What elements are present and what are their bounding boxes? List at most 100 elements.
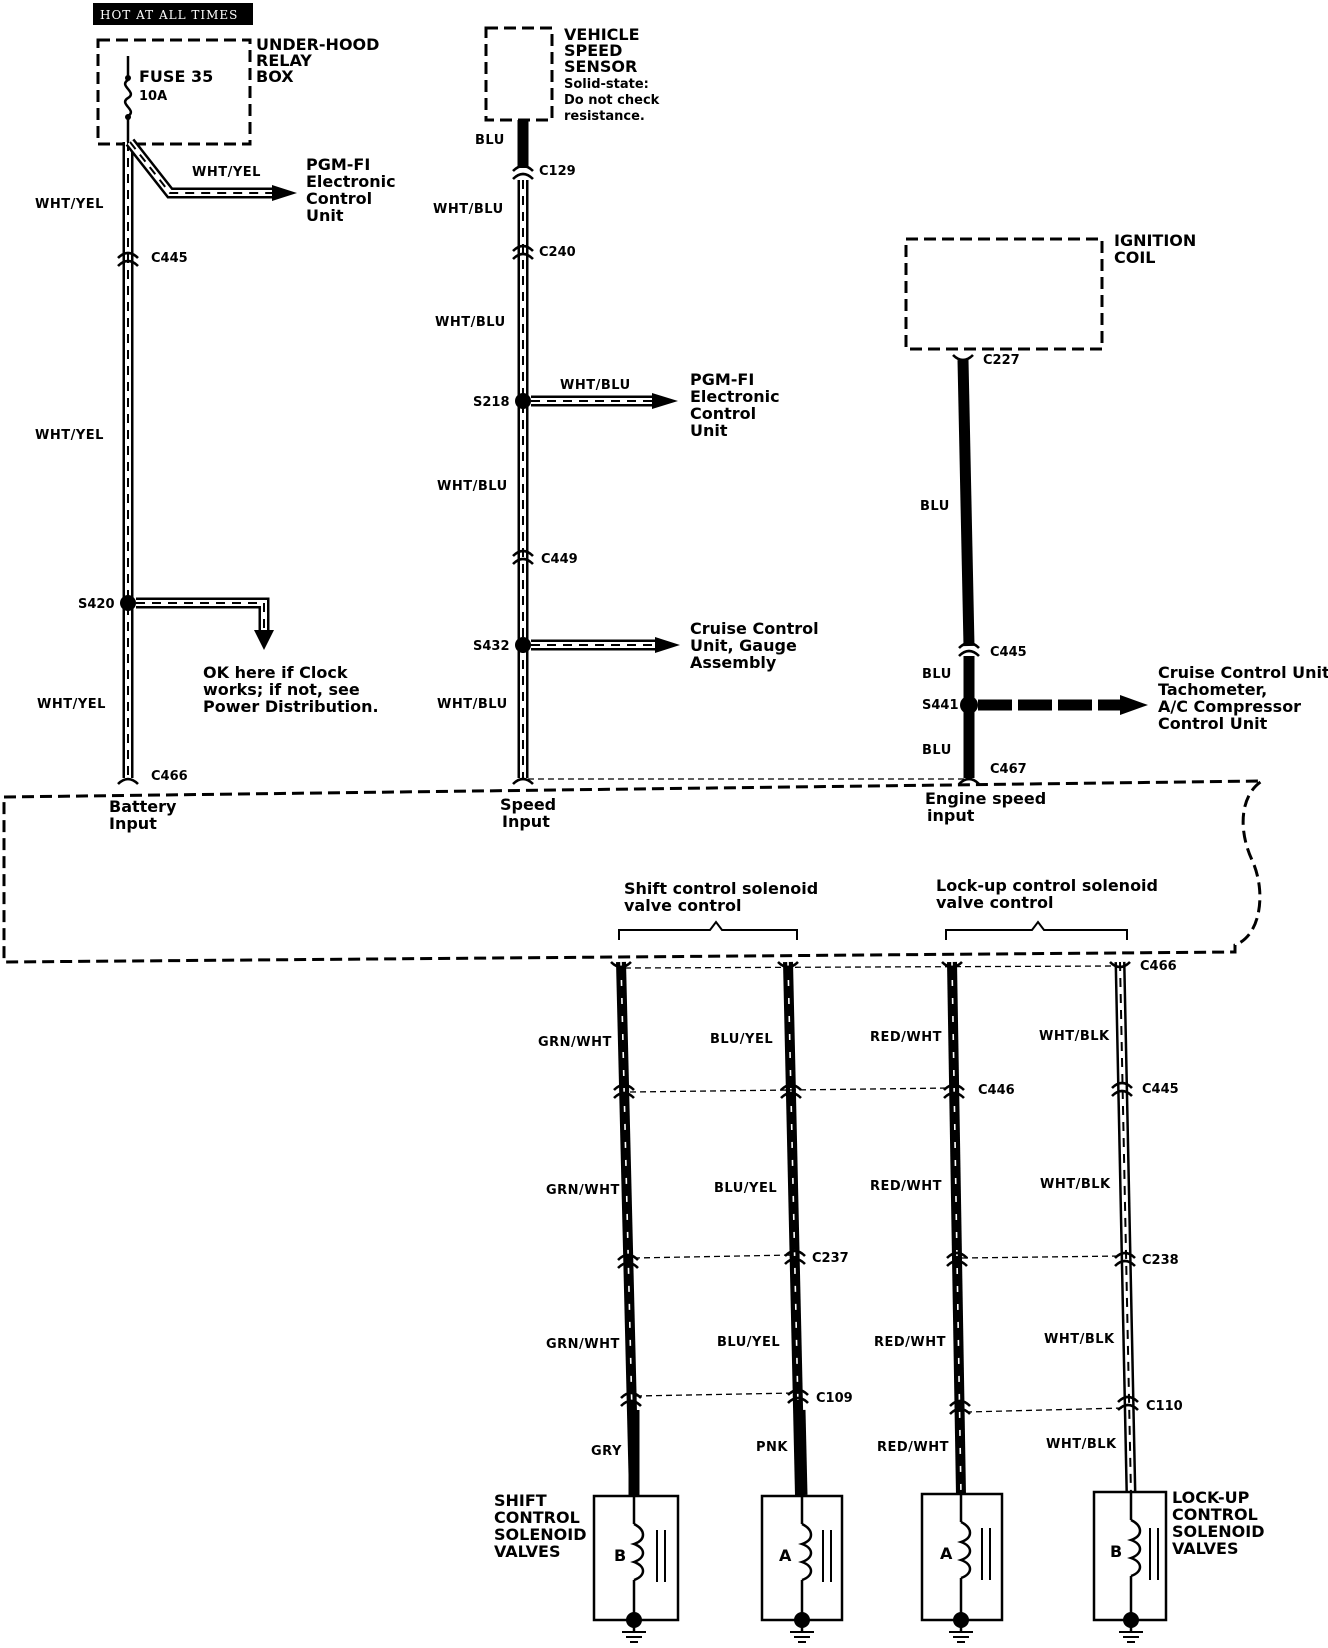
connector-label-c238: C238: [1142, 1253, 1179, 1268]
wire-blu-cruise-tach: [978, 695, 1148, 715]
connector-c240: [512, 244, 534, 260]
wire-grn-wht: [616, 961, 639, 1496]
pgmfi-2-line-4: Unit: [690, 421, 728, 440]
engine-input-1: Engine speed: [925, 789, 1046, 808]
wire-label-gry: GRY: [591, 1444, 622, 1459]
splice-label-s432: S432: [473, 639, 510, 654]
wire-label-wht-blk-4: WHT/BLK: [1046, 1437, 1117, 1452]
connector-label-c240: C240: [539, 245, 576, 260]
clock-note-1: OK here if Clock: [203, 663, 348, 682]
splice-label-s420: S420: [78, 597, 115, 612]
connector-c446-shift-1: [613, 1083, 635, 1099]
solenoid-letter-3: A: [940, 1544, 953, 1563]
clock-note-2: works; if not, see: [203, 680, 360, 699]
speed-input-2: Input: [502, 812, 550, 831]
shift-valves-title-1: SHIFT: [494, 1491, 547, 1510]
connector-label-c466-battery: C466: [151, 769, 188, 784]
speed-sensor-line-3: SENSOR: [564, 57, 637, 76]
connector-label-c237: C237: [812, 1251, 849, 1266]
wire-blu-ignition: [957, 359, 975, 647]
fuse-name: FUSE 35: [139, 67, 213, 86]
solenoid-letter-2: A: [779, 1546, 792, 1565]
connector-label-c129: C129: [539, 164, 576, 179]
connector-label-c446: C446: [978, 1083, 1015, 1098]
connector-label-c449: C449: [541, 552, 578, 567]
fuse-rating: 10A: [139, 89, 167, 104]
pgmfi-1-line-1: PGM-FI: [306, 155, 370, 174]
wire-cruise-gauge-branch: [531, 637, 680, 653]
speed-sensor-line-5: Do not check: [564, 93, 660, 108]
ground-icon-1: [622, 1612, 646, 1643]
wire-label-grn-wht-1: GRN/WHT: [538, 1035, 612, 1050]
battery-input-2: Input: [109, 814, 157, 833]
connector-c445-engine: [958, 641, 980, 657]
solenoid-valve-shift-b: [592, 1494, 680, 1622]
wire-label-wht-blu-4: WHT/BLU: [437, 697, 508, 712]
ground-icon-4: [1119, 1612, 1143, 1643]
wire-label-wht-blk-3: WHT/BLK: [1044, 1332, 1115, 1347]
wire-label-grn-wht-2: GRN/WHT: [546, 1183, 620, 1198]
connector-label-c109: C109: [816, 1391, 853, 1406]
battery-input-1: Battery: [109, 797, 177, 816]
pgmfi-1-line-2: Electronic: [306, 172, 396, 191]
connector-c466-lower-1: [610, 961, 632, 969]
wire-label-blu-yel-1: BLU/YEL: [710, 1032, 773, 1047]
wire-label-wht-blk-2: WHT/BLK: [1040, 1177, 1111, 1192]
ignition-line-1: IGNITION: [1114, 231, 1196, 250]
connector-c449: [512, 549, 534, 565]
shift-group-brace: [618, 920, 798, 940]
wire-wht-blk: [1114, 961, 1137, 1496]
speed-input-1: Speed: [500, 795, 556, 814]
connector-label-c445-engine: C445: [990, 645, 1027, 660]
lockup-valves-title-3: SOLENOID: [1172, 1522, 1264, 1541]
splice-s218: [515, 393, 531, 409]
shift-valves-title-4: VALVES: [494, 1542, 561, 1561]
wire-label-red-wht-4: RED/WHT: [877, 1440, 949, 1455]
ground-icon-3: [949, 1612, 973, 1643]
connector-c466-battery: [117, 777, 139, 785]
cruise-tach-line-2: Tachometer,: [1158, 680, 1267, 699]
solenoid-letter-4: B: [1110, 1542, 1122, 1561]
wire-wht-blu-pgmfi: [531, 393, 678, 409]
hot-banner-label: HOT AT ALL TIMES: [100, 8, 238, 22]
vehicle-speed-sensor-box: [484, 26, 554, 122]
solenoid-letter-1: B: [614, 1546, 626, 1565]
cruise-gauge-line-3: Assembly: [690, 653, 777, 672]
connector-c446-shift-2: [780, 1083, 802, 1099]
connector-c467: [958, 777, 980, 785]
cruise-tach-line-1: Cruise Control Unit,: [1158, 663, 1328, 682]
lockup-group-brace: [945, 920, 1128, 940]
cruise-tach-line-3: A/C Compressor: [1158, 697, 1301, 716]
connector-link-c237: [633, 1254, 793, 1259]
connector-c445-lower: [1111, 1081, 1133, 1097]
connector-label-c445-battery: C445: [151, 251, 188, 266]
wire-label-grn-wht-3: GRN/WHT: [546, 1337, 620, 1352]
wire-label-blu-yel-2: BLU/YEL: [714, 1181, 777, 1196]
wire-label-wht-blk-1: WHT/BLK: [1039, 1029, 1110, 1044]
splice-s432: [515, 637, 531, 653]
pgmfi-2-line-2: Electronic: [690, 387, 780, 406]
clock-note-3: Power Distribution.: [203, 697, 379, 716]
connector-speed-c466: [512, 777, 534, 785]
connector-label-c467: C467: [990, 762, 1027, 777]
wire-label-wht-blu-1: WHT/BLU: [433, 202, 504, 217]
connector-c466-lower-4: [1109, 961, 1131, 969]
splice-s420: [120, 595, 136, 611]
speed-sensor-line-2: SPEED: [564, 41, 622, 60]
cruise-tach-line-4: Control Unit: [1158, 714, 1268, 733]
shift-valves-title-3: SOLENOID: [494, 1525, 586, 1544]
wire-label-wht-yel-1: WHT/YEL: [35, 197, 104, 212]
pgmfi-1-line-3: Control: [306, 189, 372, 208]
wire-label-blu-yel-3: BLU/YEL: [717, 1335, 780, 1350]
engine-input-2: input: [927, 806, 975, 825]
splice-s441: [960, 696, 978, 714]
control-unit-outline: [2, 779, 1268, 964]
relay-box-title-3: BOX: [256, 67, 294, 86]
relay-box-title-2: RELAY: [256, 51, 312, 70]
solenoid-valve-shift-a: [760, 1494, 844, 1622]
wire-red-wht: [947, 961, 966, 1496]
lockup-valves-title-4: VALVES: [1172, 1539, 1239, 1558]
connector-link-c109: [635, 1392, 797, 1397]
lockup-valves-title-1: LOCK-UP: [1172, 1488, 1250, 1507]
